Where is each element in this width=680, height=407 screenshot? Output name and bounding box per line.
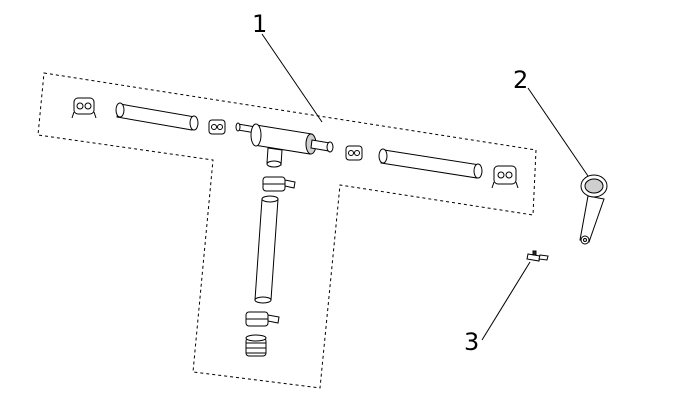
hose-clamp-vertical-lower: [245, 311, 280, 327]
small-valve: [526, 250, 549, 262]
hose-clamp-right: [491, 165, 519, 189]
assembly-1-boundary: [37, 72, 537, 389]
hose-clamp-vertical-upper: [262, 176, 296, 192]
t-connector: [235, 122, 334, 168]
leader-line-2: [527, 87, 589, 177]
pipe-vertical: [254, 195, 279, 304]
end-fitting: [245, 334, 267, 357]
pipe-left: [115, 102, 199, 131]
pipe-right: [378, 148, 483, 179]
callout-3: 3: [464, 328, 479, 356]
callout-1: 1: [252, 10, 267, 38]
callout-2: 2: [513, 66, 528, 94]
hose-clamp-left-inner: [208, 119, 226, 135]
hose-clamp-right-inner: [345, 145, 363, 161]
wrench-tool: [579, 174, 608, 245]
leader-line-3: [481, 261, 531, 341]
leader-line-1: [261, 33, 323, 123]
hose-clamp-left: [71, 97, 97, 119]
